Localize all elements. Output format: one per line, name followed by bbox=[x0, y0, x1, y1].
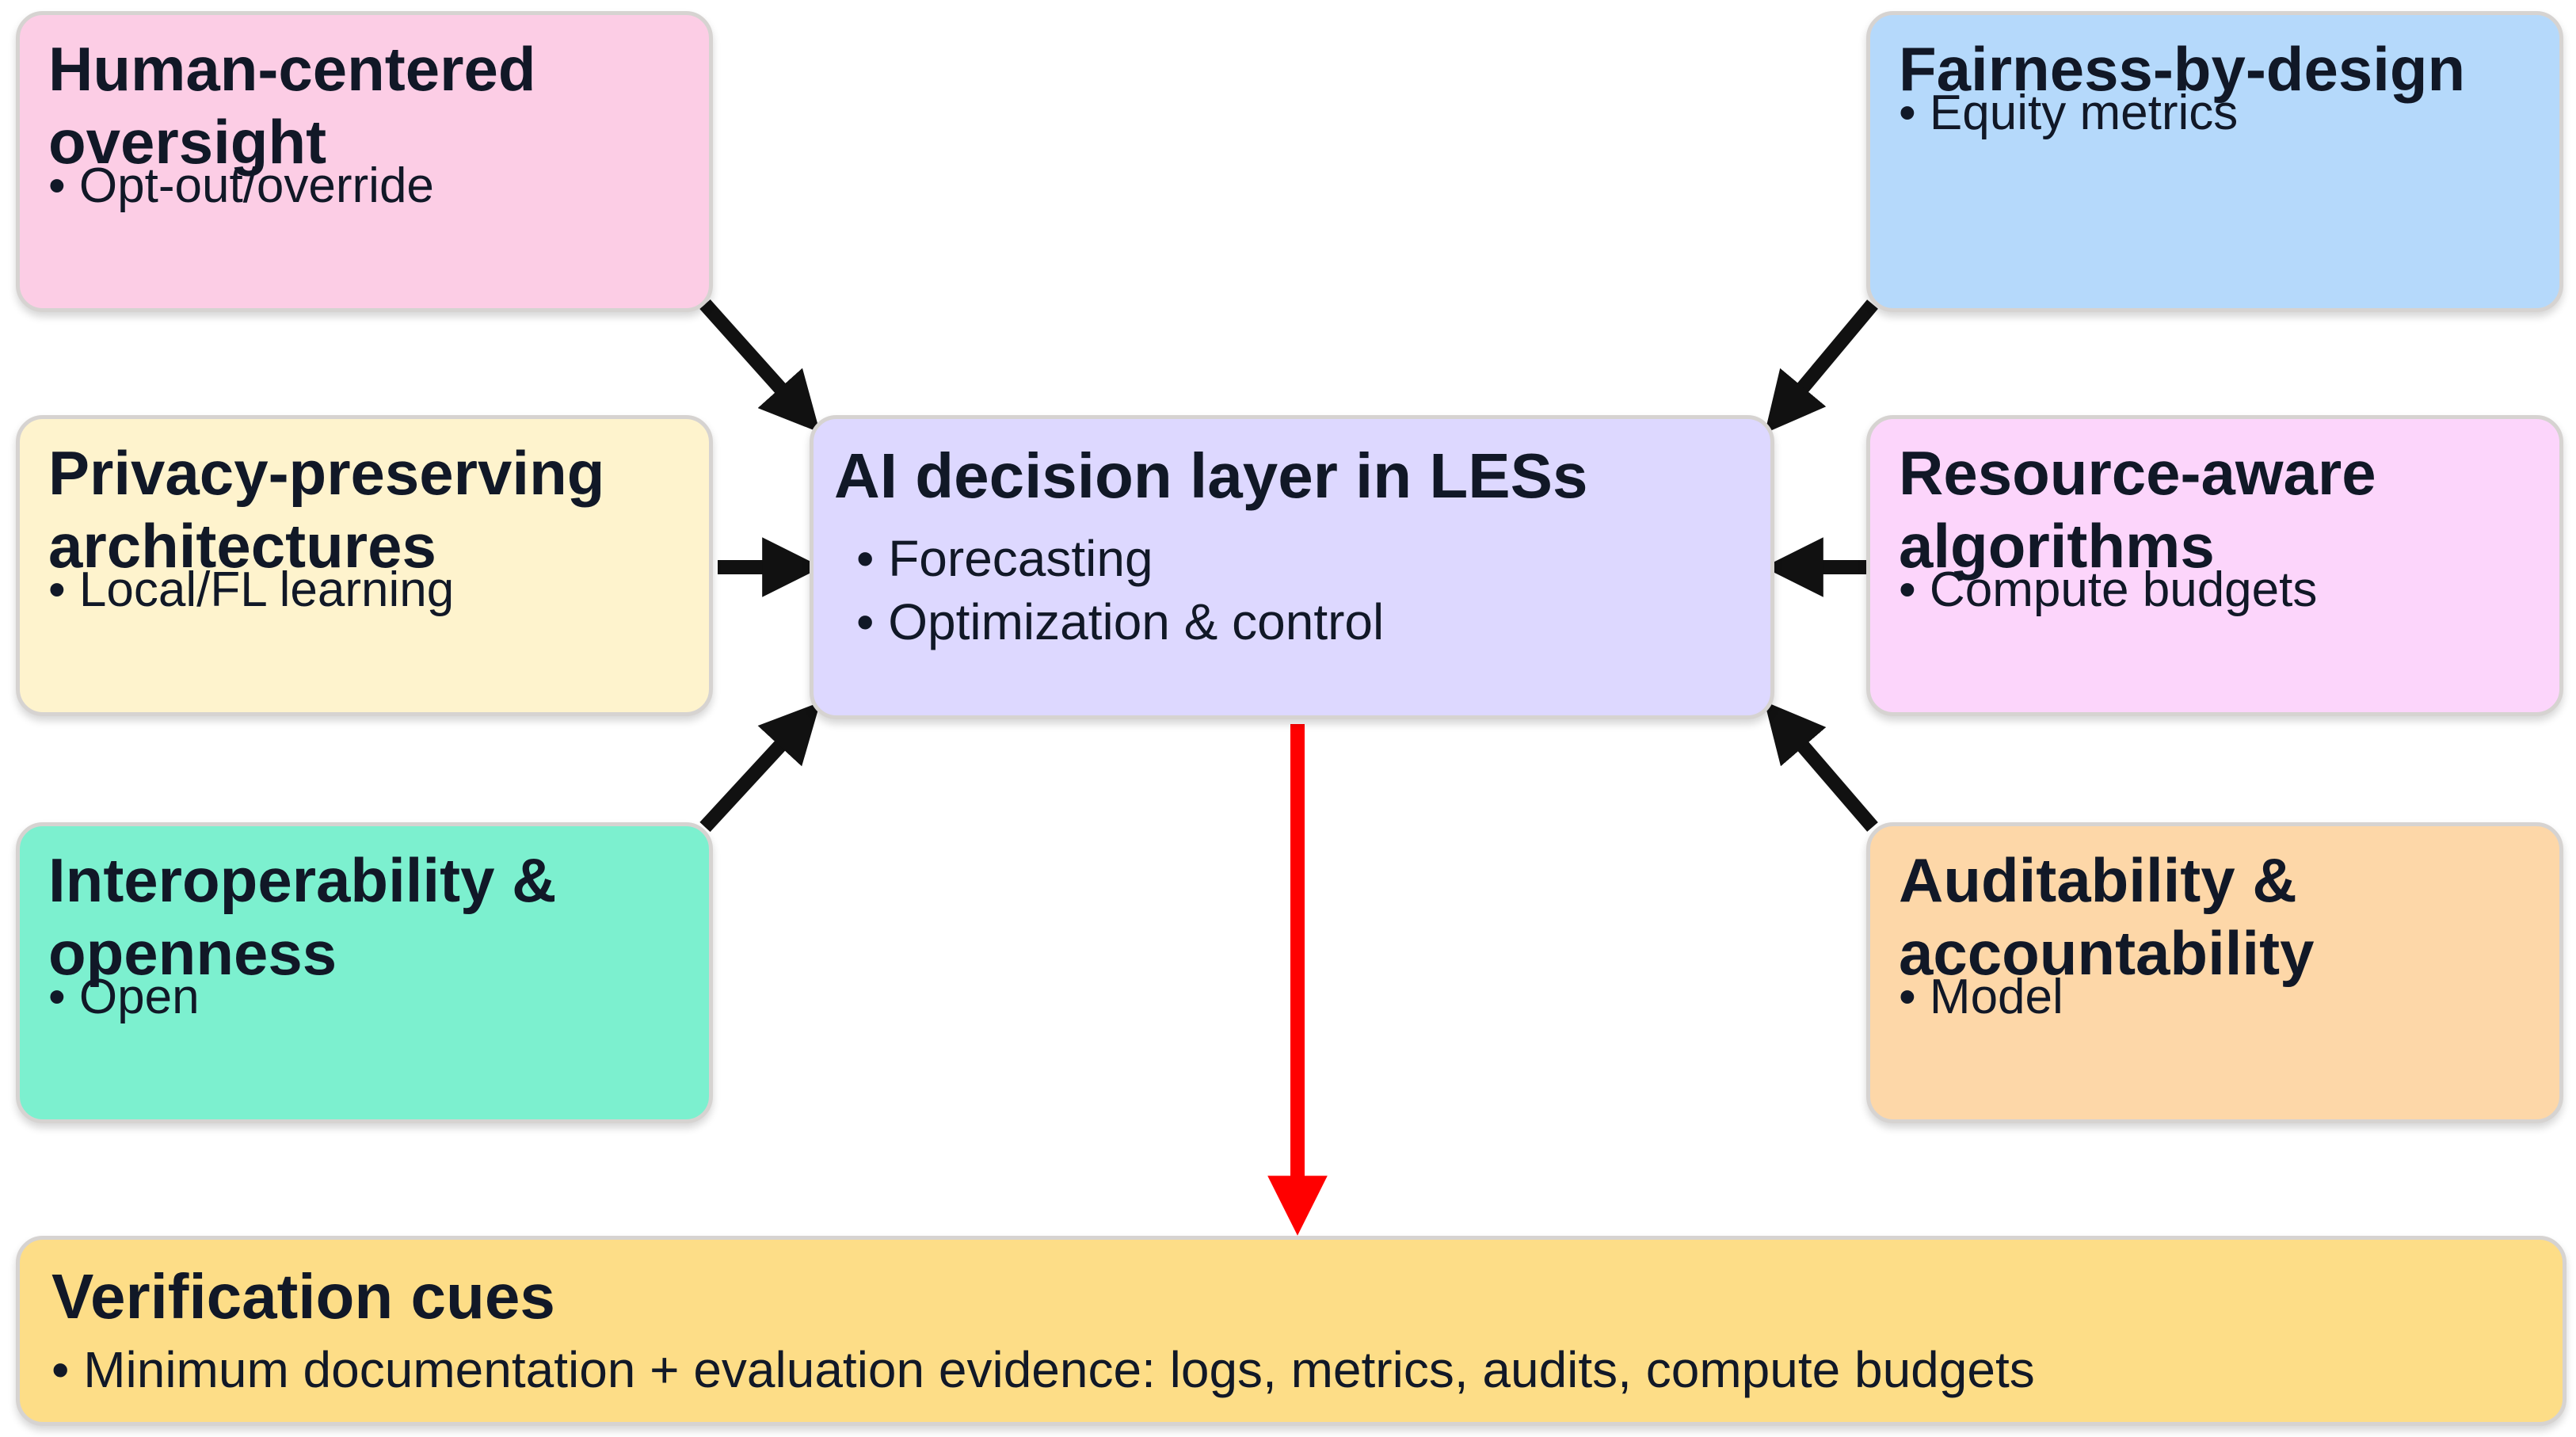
verification-bullet: • Minimum documentation + evaluation evi… bbox=[51, 1341, 2035, 1398]
arrow-audit-to-center bbox=[1764, 701, 1878, 832]
human-centered-oversight-box: Human-centered oversight • Opt-out/overr… bbox=[16, 11, 713, 312]
verification-cues-box: Verification cues • Minimum documentatio… bbox=[16, 1236, 2566, 1426]
box-title: Resource-aware algorithms bbox=[1899, 438, 2376, 581]
box-title: Privacy-preserving architectures bbox=[48, 438, 605, 581]
box-title: Human-centered oversight bbox=[48, 34, 536, 177]
box-bullet: • Equity metrics bbox=[1899, 86, 2239, 140]
privacy-preserving-box: Privacy-preserving architectures • Local… bbox=[16, 415, 713, 716]
interoperability-box: Interoperability & openness • Open bbox=[16, 822, 713, 1123]
verification-title: Verification cues bbox=[51, 1261, 555, 1332]
auditability-box: Auditability & accountability • Model bbox=[1866, 822, 2563, 1123]
center-item: • Optimization & control bbox=[856, 593, 1385, 650]
box-title: Interoperability & openness bbox=[48, 845, 557, 988]
arrow-human-to-center bbox=[699, 299, 821, 433]
box-title: Fairness-by-design bbox=[1899, 34, 2466, 104]
center-title: AI decision layer in LESs bbox=[834, 440, 1588, 511]
arrow-interop-to-center bbox=[699, 702, 821, 833]
fairness-by-design-box: Fairness-by-design • Equity metrics bbox=[1866, 11, 2563, 312]
box-bullet: • Opt-out/override bbox=[48, 158, 434, 213]
box-bullet: • Model bbox=[1899, 970, 2063, 1024]
box-bullet: • Local/FL learning bbox=[48, 562, 455, 617]
box-bullet: • Compute budgets bbox=[1899, 562, 2318, 617]
arrow-fair-to-center bbox=[1764, 299, 1878, 434]
box-bullet: • Open bbox=[48, 970, 200, 1024]
box-title: Auditability & accountability bbox=[1899, 845, 2315, 988]
ai-decision-layer-box: AI decision layer in LESs • Forecasting … bbox=[810, 415, 1774, 719]
center-list: • Forecasting • Optimization & control bbox=[834, 527, 1750, 654]
center-item: • Forecasting bbox=[856, 530, 1153, 587]
resource-aware-box: Resource-aware algorithms • Compute budg… bbox=[1866, 415, 2563, 716]
